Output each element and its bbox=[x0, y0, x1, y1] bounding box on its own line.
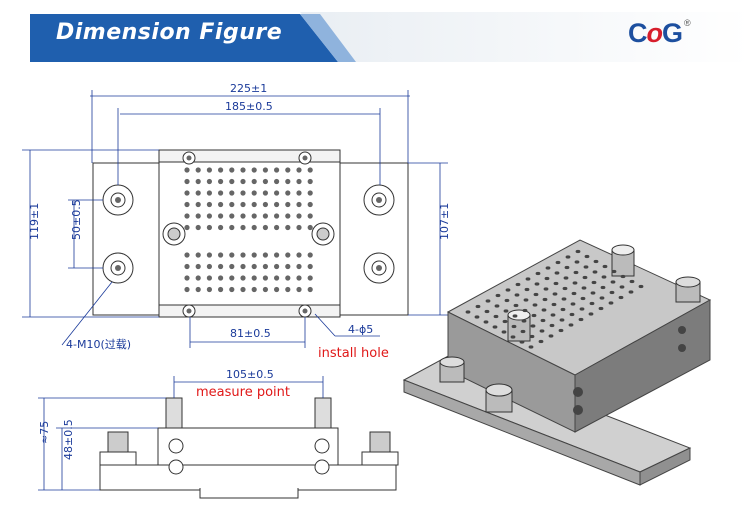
dim-overall-width: 225±1 bbox=[230, 82, 267, 95]
registered-mark: ® bbox=[684, 18, 691, 28]
bolt-top-right bbox=[363, 184, 395, 216]
page-title: Dimension Figure bbox=[56, 20, 283, 45]
label-bolts: 4-M10(过载) bbox=[66, 338, 131, 351]
side-dimension-lines bbox=[38, 376, 324, 491]
isometric-view bbox=[402, 239, 712, 486]
iso-bolt-left bbox=[439, 356, 465, 383]
bolt-stud-left bbox=[107, 431, 129, 453]
brand-logo: CoG® bbox=[628, 18, 691, 49]
logo-letter-c: C bbox=[628, 18, 647, 48]
dim-overall-height: 119±1 bbox=[28, 203, 41, 240]
dim-body-height: 107±1 bbox=[438, 203, 451, 240]
dimension-lines bbox=[22, 90, 448, 348]
iso-bolt-front bbox=[485, 383, 513, 413]
dim-measure-spacing: 105±0.5 bbox=[226, 368, 274, 381]
iso-bolt-right bbox=[675, 276, 701, 303]
logo-letter-g: G bbox=[662, 18, 683, 48]
dim-bolt-vertical: 50±0.5 bbox=[70, 199, 83, 240]
header-banner bbox=[30, 12, 750, 62]
bolt-bottom-left bbox=[102, 252, 134, 284]
measure-terminal-left bbox=[162, 222, 186, 246]
measure-post-left bbox=[165, 397, 183, 429]
measure-post-right bbox=[314, 397, 332, 429]
bolt-top-left bbox=[102, 184, 134, 216]
measure-terminal-right bbox=[311, 222, 335, 246]
dim-bolt-spacing: 185±0.5 bbox=[225, 100, 273, 113]
install-holes bbox=[182, 151, 312, 318]
dim-hole-spacing: 81±0.5 bbox=[230, 327, 271, 340]
note-install-hole: install hole bbox=[318, 346, 389, 361]
dim-total-height: ≈75 bbox=[38, 421, 51, 444]
bolt-bottom-right bbox=[363, 252, 395, 284]
label-holes: 4-ϕ5 bbox=[348, 323, 373, 336]
ventilation-holes bbox=[184, 167, 313, 293]
dim-side-body-height: 48±0.5 bbox=[62, 419, 75, 460]
side-view-drawing bbox=[99, 397, 399, 499]
iso-terminal-right bbox=[611, 244, 635, 277]
note-measure-point: measure point bbox=[196, 385, 290, 400]
logo-letter-o: o bbox=[646, 18, 663, 48]
side-base-plate bbox=[99, 464, 397, 491]
iso-ventilation-holes bbox=[465, 249, 644, 349]
bolt-stud-right bbox=[369, 431, 391, 453]
